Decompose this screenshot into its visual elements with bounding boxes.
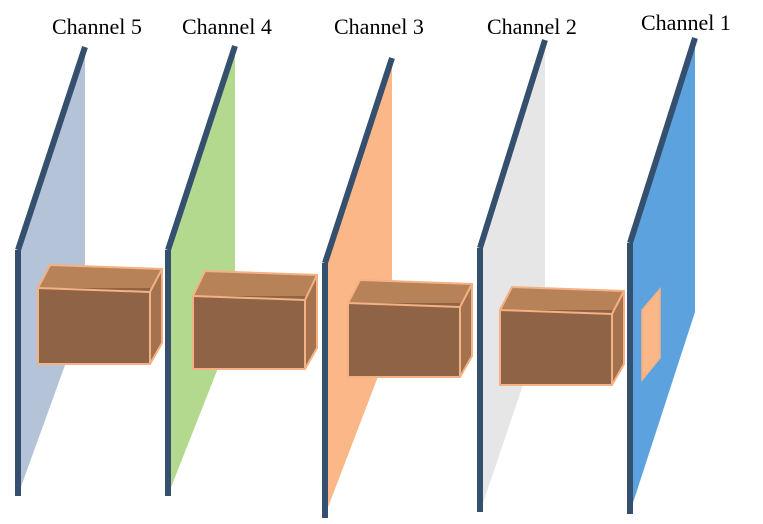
channel-4-edge [165,45,238,251]
connector-block-2 [192,269,318,370]
channel-1-edge [627,37,698,244]
connector-block-1 [37,263,163,365]
channel-2-panel [477,39,548,512]
connector-block-4-top [500,287,624,314]
connector-block-4-outline [499,285,625,386]
connector-block-2-top [193,271,317,300]
connector-block-1-side [150,269,162,364]
channel-4-panel [165,45,238,496]
connector-block-2-front [193,296,305,369]
channel-2-face [480,40,545,512]
connector-block-4-side [612,291,624,385]
connector-block-3-side [460,284,472,377]
channel-4-face [168,46,235,495]
channel-2-label: Channel 2 [487,14,577,39]
end-block-outline [641,286,661,383]
channel-1-label: Channel 1 [641,10,731,35]
channel-5-label: Channel 5 [52,14,142,39]
channel-1-face [630,38,695,512]
end-block-face [642,289,660,380]
connector-block-1-top [38,265,162,292]
connector-block-3-outline [347,278,473,378]
channel-2-edge [477,39,548,249]
channel-3-edge [322,57,395,264]
connector-block-3 [347,278,473,378]
connector-block-3-front [348,303,460,377]
end-block [641,286,661,383]
connector-block-4-front [500,310,612,385]
connector-block-2-side [305,275,317,369]
connector-block-1-front [38,288,150,364]
channel-4-label: Channel 4 [182,14,272,39]
channel-1-panel [627,37,698,514]
connector-block-2-outline [192,269,318,370]
connector-block-4 [499,285,625,386]
channel-5-edge [15,46,88,251]
connector-block-3-top [348,280,472,307]
connector-block-1-outline [37,263,163,365]
channel-3-label: Channel 3 [334,14,424,39]
